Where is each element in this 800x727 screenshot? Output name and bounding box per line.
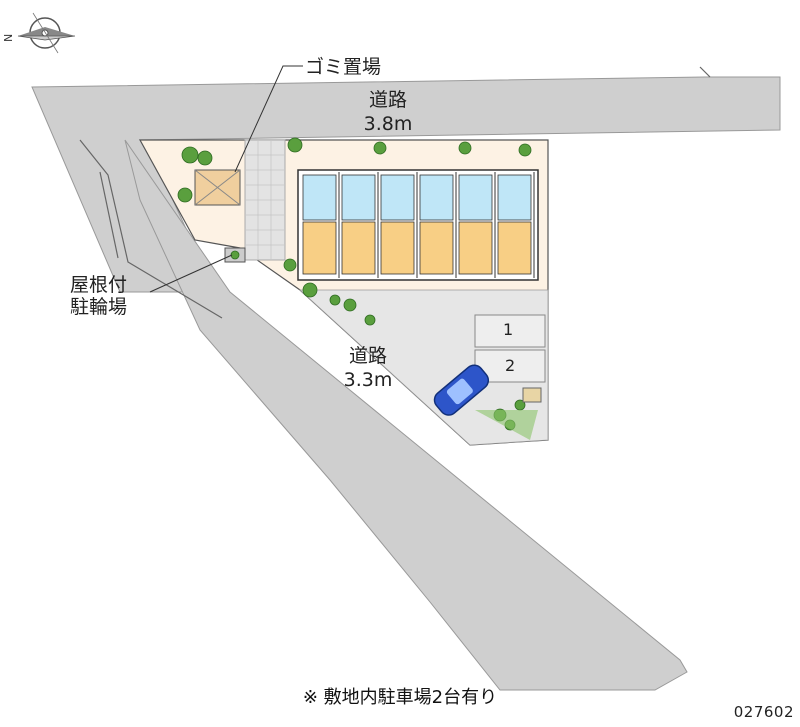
parking-spot-1-number: 1 xyxy=(503,320,514,339)
bike-shed-label-line2: 駐輪場 xyxy=(70,296,128,318)
north-road-label: 道路 xyxy=(368,89,407,111)
south-road-width: 3.3m xyxy=(343,369,393,391)
apartment-unit xyxy=(497,172,535,278)
bike-shed-label-line1: 屋根付 xyxy=(70,274,128,296)
south-road-label: 道路 xyxy=(348,345,387,367)
storage-box xyxy=(522,387,542,403)
apartment-unit xyxy=(458,172,496,278)
bike-leader-line xyxy=(149,254,233,293)
garbage-leader-line xyxy=(234,65,303,173)
parking-spot-2-number: 2 xyxy=(505,356,516,375)
parking-footnote: ※ 敷地内駐車場2台有り xyxy=(302,687,498,708)
apartment-unit xyxy=(302,172,340,278)
parking-spot-1-box xyxy=(474,314,546,348)
apartment-unit xyxy=(341,172,379,278)
trees xyxy=(177,137,532,431)
compass-north-letter: N xyxy=(2,34,15,42)
car-icon xyxy=(433,364,490,416)
north-road-width: 3.8m xyxy=(363,113,413,135)
garbage-area-label: ゴミ置場 xyxy=(305,56,382,78)
compass-icon xyxy=(17,12,76,54)
apartment-unit xyxy=(380,172,418,278)
property-code: 027602 xyxy=(733,703,794,721)
apartment-unit xyxy=(419,172,457,278)
south-road xyxy=(124,139,688,691)
garden-bed xyxy=(475,410,538,440)
